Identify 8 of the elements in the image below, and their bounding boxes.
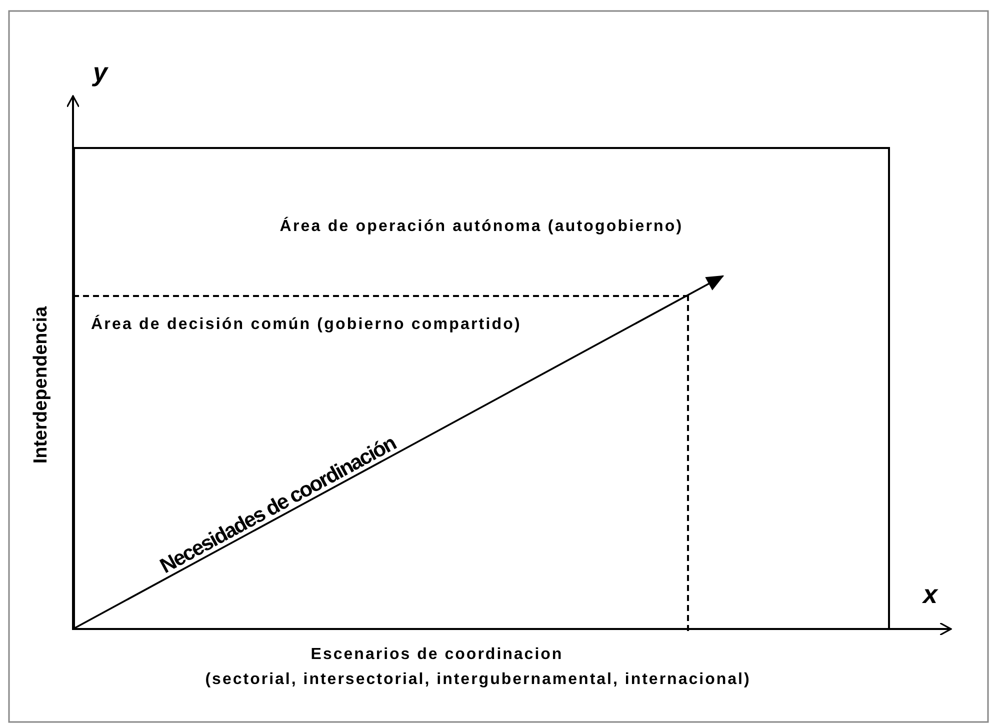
area-label: Área de decisión común (gobierno compartido) [91,316,522,334]
axis-label: x [923,580,938,609]
axis-label: y [93,58,108,87]
axis-title: Escenarios de coordinacion [310,646,564,664]
autonomous-area-box [73,147,890,630]
area-label: Área de operación autónoma (autogobierno) [278,218,684,236]
axis-subtitle: (sectorial, intersectorial, intergubernamental, internacional) [205,671,751,689]
axis-title: Interdependencia [32,306,52,464]
